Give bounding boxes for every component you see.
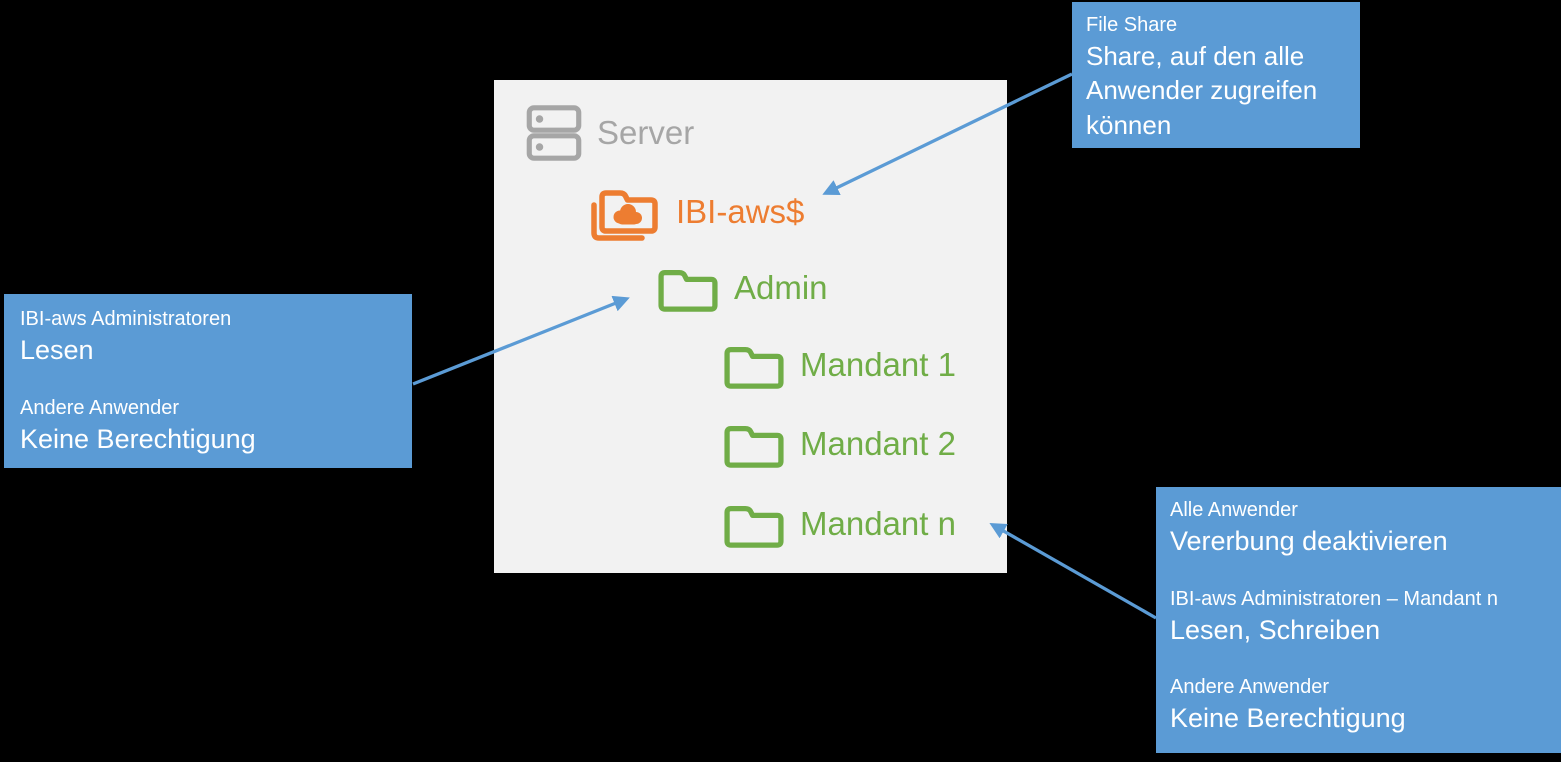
tree-row-server: Server [526, 104, 694, 162]
permission-group: IBI-aws Administratoren Lesen [20, 306, 396, 368]
tree-row-mandant-n: Mandant n [723, 499, 956, 549]
callout-file-share: File Share Share, auf den alle Anwender … [1072, 2, 1360, 148]
folder-icon [724, 346, 784, 389]
arrow-mandant-n [989, 522, 1157, 620]
group-permission: Keine Berechtigung [1170, 703, 1406, 734]
group-name: Andere Anwender [20, 396, 180, 419]
permission-group: Andere Anwender Keine Berechtigung [20, 395, 396, 457]
callout-file-share-body: Share, auf den alle Anwender zugreifen k… [1086, 41, 1318, 140]
permission-group: Alle Anwender Vererbung deaktivieren [1170, 497, 1547, 559]
folder-icon [658, 269, 718, 312]
group-permission: Vererbung deaktivieren [1170, 526, 1448, 556]
tree-row-mandant-1: Mandant 1 [723, 340, 956, 390]
admin-label: Admin [734, 269, 828, 306]
share-label: IBI-aws$ [676, 193, 805, 230]
mandant-n-label: Mandant n [800, 505, 956, 542]
permission-group: Andere Anwender Keine Berechtigung [1170, 674, 1547, 736]
group-permission: Lesen, Schreiben [1170, 614, 1381, 645]
callout-file-share-title: File Share [1086, 14, 1178, 36]
server-icon [526, 105, 582, 161]
callout-mandant-permissions: Alle Anwender Vererbung deaktivieren IBI… [1156, 487, 1561, 753]
callout-admin-permissions: IBI-aws Administratoren Lesen Andere Anw… [4, 294, 412, 468]
mandant-1-label: Mandant 1 [800, 346, 956, 383]
cloud-icon [613, 204, 642, 225]
group-name: IBI-aws Administratoren – Mandant n [1170, 587, 1498, 610]
group-permission: Keine Berechtigung [20, 423, 256, 454]
mandant-2-label: Mandant 2 [800, 425, 956, 462]
folder-icon [724, 505, 784, 548]
tree-row-share: IBI-aws$ [589, 181, 804, 243]
group-permission: Lesen [20, 335, 94, 365]
group-name: Andere Anwender [1170, 676, 1330, 699]
group-name: IBI-aws Administratoren [20, 308, 232, 330]
folder-icon [724, 425, 784, 468]
shared-folder-icon [591, 190, 658, 241]
server-label: Server [597, 114, 695, 151]
group-name: Alle Anwender [1170, 499, 1298, 521]
permission-group: IBI-aws Administratoren – Mandant n Lese… [1170, 586, 1547, 648]
tree-row-mandant-2: Mandant 2 [723, 419, 956, 469]
tree-row-admin: Admin [657, 263, 828, 313]
